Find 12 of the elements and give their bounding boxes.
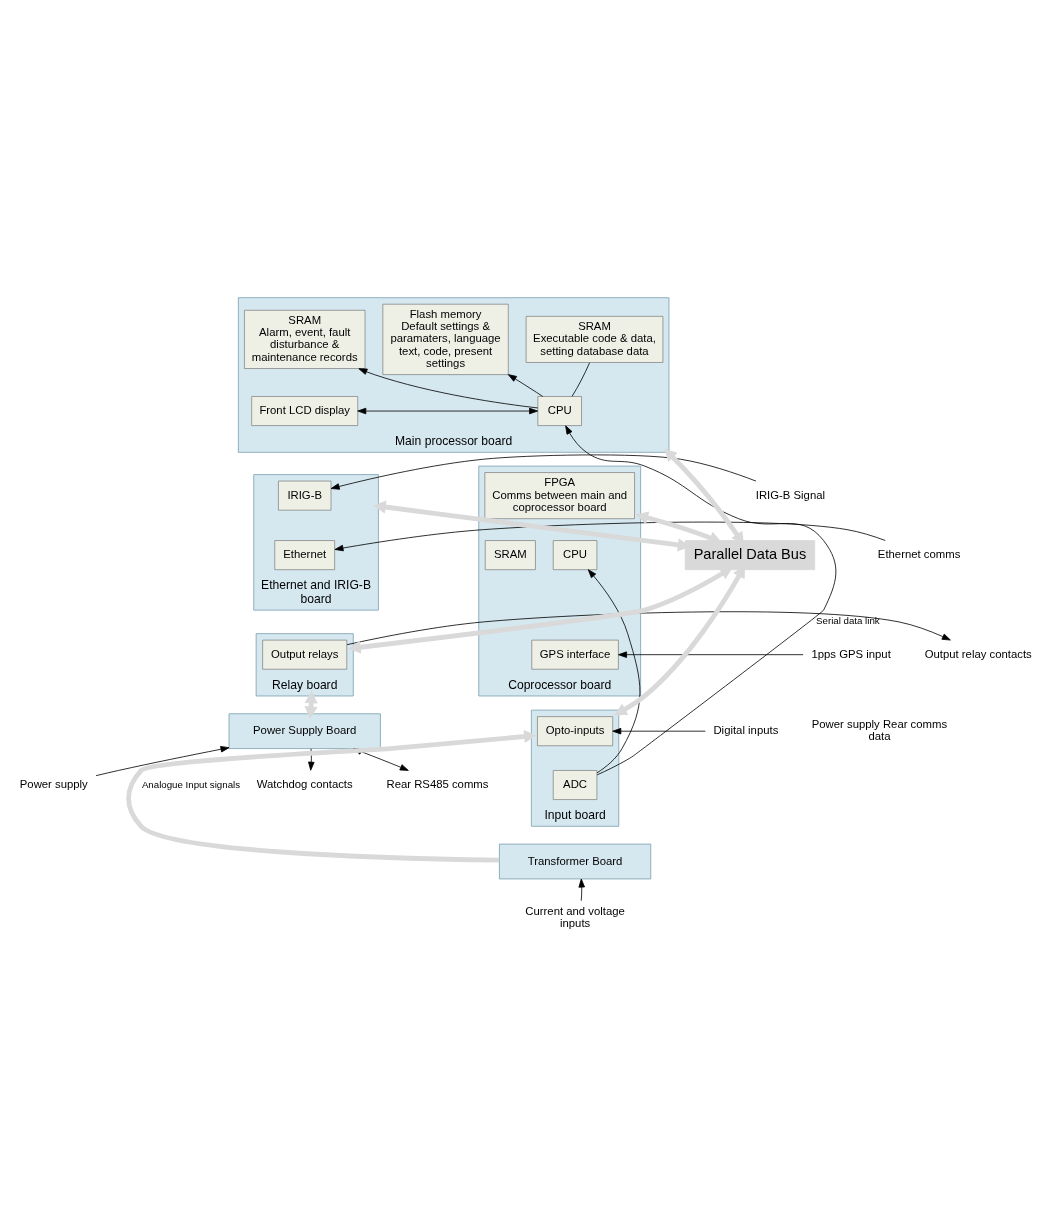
node-text: Current and voltage inputs [525, 904, 625, 929]
edge-label: Serial data link [816, 614, 880, 626]
label: Power supply Rear comms data [811, 717, 948, 742]
edge-label: Analogue Input signals [141, 778, 241, 790]
node-text: Output relay contacts [924, 647, 1032, 660]
node-text: Power supply [19, 777, 88, 790]
node-text: 1pps GPS input [811, 647, 891, 660]
node-text: Watchdog contacts [256, 777, 353, 790]
node-text: Ethernet comms [877, 547, 961, 560]
node-text: Rear RS485 comms [386, 777, 489, 790]
node-text: Digital inputs [713, 723, 779, 736]
node-text: IRIG-B Signal [755, 488, 826, 501]
